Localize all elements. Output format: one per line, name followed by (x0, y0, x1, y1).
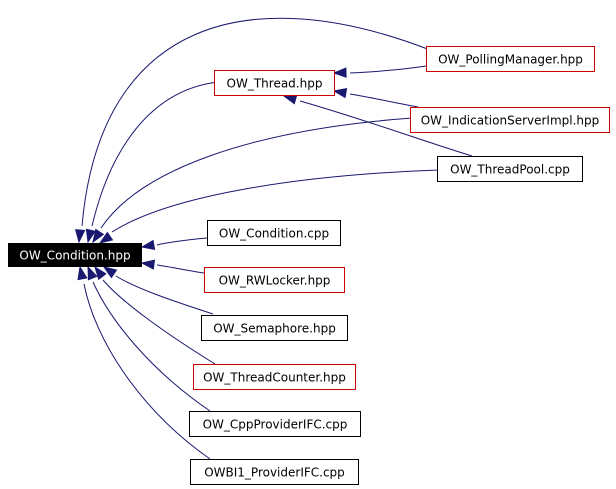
edge-owbi1_provideriFC_cpp-to-ow_condition_hpp (77, 265, 211, 460)
node-box (189, 411, 361, 437)
node-ow-condition-hpp[interactable]: OW_Condition.hpp (8, 243, 142, 267)
node-label: OW_PollingManager.hpp (438, 53, 583, 67)
node-box (410, 107, 610, 133)
arrowhead-icon (77, 265, 88, 281)
edge-line (102, 279, 216, 365)
node-ow-semaphore-hpp[interactable]: OW_Semaphore.hpp (201, 315, 348, 341)
node-label: OW_Semaphore.hpp (213, 322, 336, 336)
edge-line (156, 237, 208, 246)
edge-line (349, 65, 427, 74)
edge-ow_threadcounter_hpp-to-ow_condition_hpp (94, 265, 216, 365)
edge-ow_condition_cpp-to-ow_condition_hpp (140, 237, 208, 251)
edge-ow_rwlocker_hpp-to-ow_condition_hpp (140, 259, 205, 274)
edge-line (111, 169, 440, 233)
node-ow-condition-cpp[interactable]: OW_Condition.cpp (207, 220, 341, 246)
edge-ow_semaphore_hpp-to-ow_condition_hpp (102, 266, 214, 315)
arrowhead-icon (98, 231, 114, 244)
edge-line (349, 93, 419, 108)
edge-line (156, 264, 205, 274)
node-box (190, 459, 359, 485)
node-owbi1-provideriFC-cpp[interactable]: OWBI1_ProviderIFC.cpp (190, 459, 359, 485)
node-label: OW_Condition.cpp (219, 227, 329, 241)
edge-ow_thread_hpp-to-ow_condition_hpp (85, 81, 219, 244)
arrowhead-icon (85, 228, 96, 244)
node-label: OW_CppProviderIFC.cpp (203, 418, 348, 432)
arrowhead-icon (87, 265, 98, 281)
node-box (204, 267, 345, 293)
nodes-layer: OW_Condition.hpp OW_Thread.hpp OW_PollingM… (8, 46, 610, 485)
arrowhead-icon (332, 87, 348, 99)
node-ow-cppprovideriFC-cpp[interactable]: OW_CppProviderIFC.cpp (189, 411, 361, 437)
edge-ow_threadpool_cpp-to-ow_condition_hpp (98, 169, 440, 244)
node-ow-thread-hpp[interactable]: OW_Thread.hpp (214, 70, 335, 96)
node-box (201, 315, 348, 341)
arrowhead-icon (332, 67, 347, 78)
node-ow-pollingmanager-hpp[interactable]: OW_PollingManager.hpp (426, 46, 595, 72)
edge-line (100, 117, 413, 229)
node-ow-indicationserverimpl-hpp[interactable]: OW_IndicationServerImpl.hpp (410, 107, 610, 133)
node-label: OW_Condition.hpp (19, 249, 130, 263)
edge-line (81, 17, 431, 227)
arrowhead-icon (74, 229, 86, 244)
node-ow-rwlocker-hpp[interactable]: OW_RWLocker.hpp (204, 267, 345, 293)
arrowhead-icon (92, 228, 105, 244)
edge-ow_cppprovideriFC_cpp-to-ow_condition_hpp (87, 265, 211, 412)
edge-ow_pollingmanager_hpp-to-ow_thread_hpp (332, 65, 427, 78)
edge-ow_pollingmanager_hpp-to-ow_condition_hpp (74, 17, 431, 244)
node-box (193, 364, 356, 390)
arrowhead-icon (102, 266, 118, 279)
edge-ow_indicationserverimpl_hpp-to-ow_condition_hpp (92, 117, 413, 244)
node-ow-threadcounter-hpp[interactable]: OW_ThreadCounter.hpp (193, 364, 356, 390)
node-label: OWBI1_ProviderIFC.cpp (204, 466, 345, 480)
edge-line (299, 100, 473, 157)
arrowhead-icon (140, 259, 156, 270)
edge-line (92, 281, 211, 412)
node-label: OW_IndicationServerImpl.hpp (421, 114, 600, 128)
arrowhead-icon (282, 94, 298, 105)
node-ow-threadpool-cpp[interactable]: OW_ThreadPool.cpp (437, 156, 583, 182)
edges-layer (74, 17, 473, 460)
node-box (214, 70, 335, 96)
edge-line (91, 81, 219, 227)
node-label: OW_ThreadPool.cpp (450, 163, 570, 177)
edge-line (83, 283, 211, 460)
edge-line (115, 275, 214, 315)
node-label: OW_Thread.hpp (227, 77, 323, 91)
node-label: OW_ThreadCounter.hpp (203, 371, 346, 385)
node-box (426, 46, 595, 72)
arrowhead-icon (94, 265, 107, 281)
node-box (8, 243, 142, 267)
edge-ow_indicationserverimpl_hpp-to-ow_thread_hpp (332, 87, 419, 108)
node-box (437, 156, 583, 182)
arrowhead-icon (140, 239, 156, 251)
node-box (207, 220, 341, 246)
node-label: OW_RWLocker.hpp (219, 274, 331, 288)
